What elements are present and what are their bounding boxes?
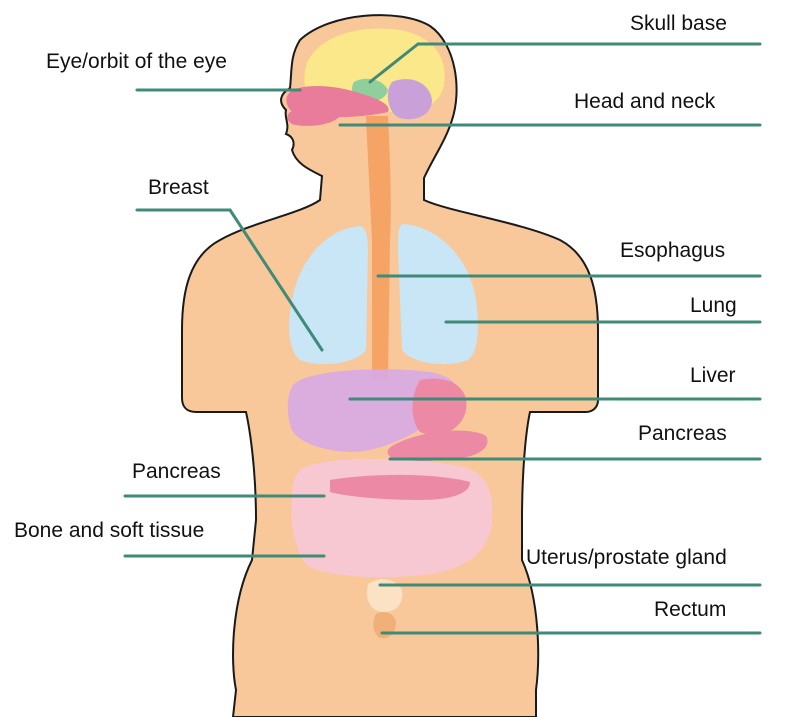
label-eye-orbit: Eye/orbit of the eye [46, 50, 227, 74]
label-bone-soft-tissue: Bone and soft tissue [14, 519, 204, 543]
body-silhouette [182, 15, 598, 717]
label-skull-base: Skull base [630, 12, 727, 36]
label-esophagus: Esophagus [620, 239, 725, 263]
label-pancreas-right: Pancreas [638, 422, 727, 446]
label-breast: Breast [148, 176, 209, 200]
label-rectum: Rectum [654, 598, 726, 622]
label-liver: Liver [690, 364, 736, 388]
label-uterus-prostate: Uterus/prostate gland [526, 546, 727, 570]
label-head-neck: Head and neck [574, 90, 715, 114]
label-pancreas-left: Pancreas [132, 460, 221, 484]
label-lung: Lung [690, 294, 737, 318]
